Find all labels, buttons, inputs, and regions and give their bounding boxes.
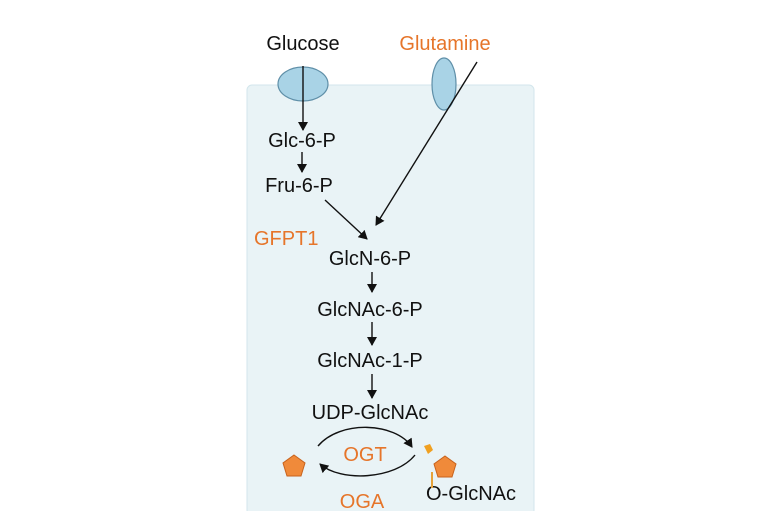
glutamine-to-glcn6p-arrow [375, 61, 478, 226]
gfpt1-label: GFPT1 [254, 228, 318, 250]
udp-glcnac-label: UDP-GlcNAc [312, 402, 429, 424]
glc6p-label: Glc-6-P [268, 130, 336, 152]
fru6p-to-glcn6p-arrow [324, 199, 368, 240]
glycosylated-protein-pentagon-icon [433, 455, 457, 478]
glutamine-transporter-icon [431, 57, 457, 111]
cell-compartment [246, 84, 535, 511]
ogt-cycle-arrow [317, 426, 413, 448]
oga-cycle-arrow [319, 454, 416, 477]
ogt-label: OGT [343, 444, 386, 466]
fru6p-label: Fru-6-P [265, 175, 333, 197]
glucose-label: Glucose [266, 33, 339, 55]
glcn6p-label: GlcN-6-P [329, 248, 411, 270]
oga-label: OGA [340, 491, 385, 511]
protein-pentagon-icon [282, 454, 306, 477]
glcnac6p-label: GlcNAc-6-P [317, 299, 423, 321]
o-glcnac-label: O-GlcNAc [426, 483, 516, 505]
glcnac-tag-icon [424, 444, 433, 454]
glutamine-label: Glutamine [399, 33, 490, 55]
glcnac1p-label: GlcNAc-1-P [317, 350, 423, 372]
